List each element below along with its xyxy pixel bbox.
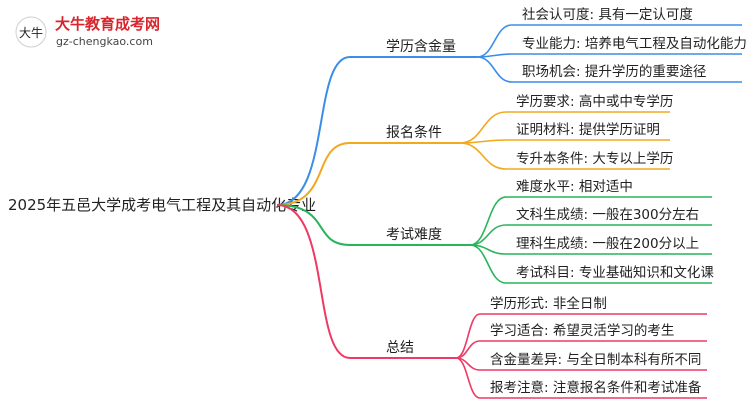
leaf-label: 理科生成绩: 一般在200分以上 xyxy=(516,236,699,252)
branch-connector xyxy=(276,142,460,206)
leaf-label: 证明材料: 提供学历证明 xyxy=(516,122,660,138)
logo-mark-icon: 大牛 xyxy=(15,16,47,48)
leaf-label: 专升本条件: 大专以上学历 xyxy=(516,150,673,167)
leaf-label: 专业能力: 培养电气工程及自动化能力 xyxy=(522,36,747,52)
logo: 大牛 大牛教育成考网 gz-chengkao.com xyxy=(15,15,160,48)
leaf-connector xyxy=(455,357,707,399)
logo-mark-text: 大牛 xyxy=(19,25,43,40)
leaf-connector xyxy=(459,139,670,144)
logo-title: 大牛教育成考网 xyxy=(55,15,160,33)
branch-label: 报名条件 xyxy=(386,124,442,141)
logo-url: gz-chengkao.com xyxy=(56,35,153,48)
leaf-connector xyxy=(459,142,670,170)
leaf-label: 职场机会: 提升学历的重要途径 xyxy=(522,63,706,80)
leaf-label: 难度水平: 相对适中 xyxy=(516,179,633,195)
branch-label: 考试难度 xyxy=(386,227,442,243)
leaf-label: 学历要求: 高中或中专学历 xyxy=(516,93,673,110)
leaf-label: 社会认可度: 具有一定认可度 xyxy=(522,7,693,23)
branch-label: 学历含金量 xyxy=(386,39,456,55)
branch-connector xyxy=(276,56,477,206)
branch-label: 总结 xyxy=(386,340,414,356)
leaf-connector xyxy=(469,196,712,246)
root-topic-label: 2025年五邑大学成考电气工程及其自动化专业 xyxy=(8,196,316,214)
leaf-connector xyxy=(455,340,707,359)
leaf-connector xyxy=(455,313,707,359)
leaf-connector xyxy=(476,53,742,58)
leaf-label: 报考注意: 注意报名条件和考试准备 xyxy=(490,379,702,396)
leaf-connector xyxy=(476,24,742,58)
leaf-connector xyxy=(469,224,712,246)
branch-connector xyxy=(276,204,456,359)
leaf-label: 学习适合: 希望灵活学习的考生 xyxy=(490,323,674,339)
leaf-label: 含金量差异: 与全日制本科有所不同 xyxy=(490,351,701,368)
leaf-connector xyxy=(476,56,742,83)
leaf-label: 文科生成绩: 一般在300分左右 xyxy=(516,207,699,223)
leaf-connector xyxy=(469,244,712,284)
leaf-label: 考试科目: 专业基础知识和文化课 xyxy=(516,264,714,281)
branch-connector xyxy=(276,204,470,246)
leaf-connector xyxy=(459,111,670,144)
leaf-label: 学历形式: 非全日制 xyxy=(490,295,607,312)
